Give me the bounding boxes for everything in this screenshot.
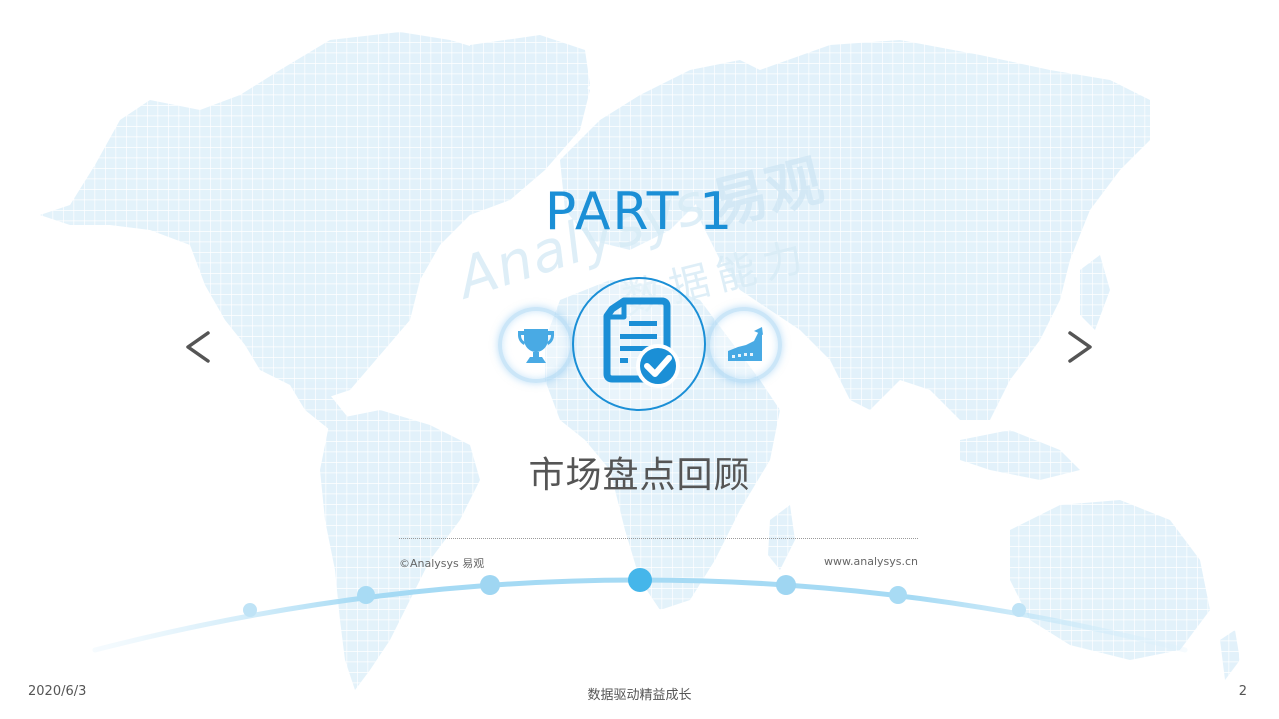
chevron-right-icon [1068,331,1092,363]
copyright-text: ©Analysys 易观 [399,557,485,570]
dotted-divider [399,538,918,539]
timeline-dot [1012,603,1026,617]
trophy-icon [518,329,554,363]
timeline-dot [480,575,500,595]
next-slide-button[interactable] [1060,325,1100,369]
timeline-dot [776,575,796,595]
section-icon-circle [572,277,706,411]
growth-chart-icon-badge [706,307,782,383]
timeline-dot [357,586,375,604]
timeline-dot [243,603,257,617]
chevron-left-icon [186,331,210,363]
timeline-dot [889,586,907,604]
website-link[interactable]: www.analysys.cn [824,555,918,568]
trophy-icon-badge [498,307,574,383]
document-check-icon [603,297,680,388]
timeline-dot-active [628,568,652,592]
part-title: PART 1 [544,182,735,242]
growth-chart-icon [728,327,763,361]
footer-date: 2020/6/3 [28,684,87,699]
timeline-arc [92,568,1188,653]
footer-slogan: 数据驱动精益成长 [587,688,692,703]
page-number: 2 [1238,684,1247,699]
section-title: 市场盘点回顾 [528,455,751,496]
previous-slide-button[interactable] [178,325,218,369]
timeline-dots [243,568,1026,617]
